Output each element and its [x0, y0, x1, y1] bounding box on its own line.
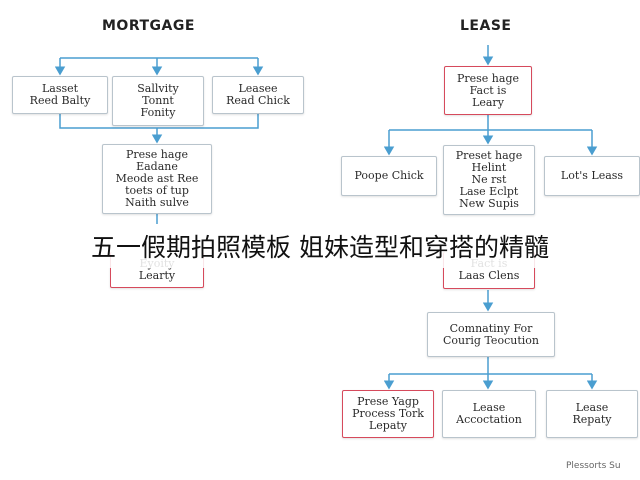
- lease-box-top-line-2: Fact is: [469, 83, 507, 97]
- mortgage-box-center-line-3: Meode ast Ree: [115, 172, 199, 185]
- lease-box-b3-line-2: Repaty: [572, 413, 612, 426]
- lease-box-b2-line-2: Accoctation: [456, 413, 522, 426]
- lease-box-center-line-2: Helint: [471, 161, 507, 174]
- lease-box-b2: Lease Accoctation: [442, 390, 536, 438]
- mortgage-box-center-line-2: Eadane: [136, 160, 178, 173]
- lease-box-b1: Prese Yagp Process Tork Lepaty: [342, 390, 434, 438]
- lease-box-top: Prese hage Fact is Leary: [444, 66, 532, 115]
- mortgage-box-sallvity-line-2: Tonnt: [142, 94, 174, 107]
- mortgage-box-sallvity-line-1: Sallvity: [137, 82, 179, 95]
- mortgage-box-sallvity: Sallvity Tonnt Fonity: [112, 76, 204, 126]
- mortgage-box-leasee-line-2: Read Chick: [226, 94, 290, 107]
- lease-box-comm-line-2: Courig Teocution: [443, 333, 539, 347]
- lease-box-b1-line-1: Prese Yagp: [357, 395, 419, 408]
- overlay-banner: 五一假期拍照模板 姐妹造型和穿搭的精髓: [0, 224, 640, 268]
- mortgage-box-lasset-line-1: Lasset: [41, 82, 79, 95]
- lease-box-center-line-5: New Supis: [459, 197, 519, 210]
- lease-box-b2-line-1: Lease: [472, 401, 506, 414]
- lease-box-center-line-4: Lase Eclpt: [459, 185, 519, 198]
- lease-box-b3: Lease Repaty: [546, 390, 638, 438]
- lease-box-b1-line-3: Lepaty: [368, 419, 408, 432]
- lease-box-poope: Poope Chick: [341, 156, 437, 196]
- lease-box-b3-line-1: Lease: [575, 401, 609, 414]
- mortgage-box-leasee: Leasee Read Chick: [212, 76, 304, 114]
- lease-box-b1-line-2: Process Tork: [352, 407, 424, 420]
- lease-box-comm-line-1: Comnatiny For: [449, 321, 533, 335]
- lease-title: LEASE: [460, 18, 512, 34]
- mortgage-box-sallvity-line-3: Fonity: [140, 106, 176, 119]
- mortgage-box-leasee-line-1: Leasee: [238, 82, 278, 95]
- overlay-banner-text: 五一假期拍照模板 姐妹造型和穿搭的精髓: [91, 233, 549, 262]
- mortgage-box-lasset-line-2: Reed Balty: [29, 94, 91, 107]
- mortgage-box-center-line-4: toets of tup: [125, 184, 189, 197]
- lease-box-lots: Lot's Leass: [544, 156, 640, 196]
- lease-box-top-line-1: Prese hage: [456, 71, 519, 85]
- lease-box-mid-line-2: Laas Clens: [458, 269, 520, 282]
- mortgage-title: MORTGAGE: [102, 18, 195, 34]
- lease-box-lots-line-1: Lot's Leass: [560, 169, 624, 182]
- lease-box-comm: Comnatiny For Courig Teocution: [427, 312, 555, 357]
- mortgage-box-center-line-5: Naith sulve: [125, 196, 189, 209]
- mortgage-box-bottom-line-2: Learty: [138, 269, 176, 282]
- lease-box-top-line-3: Leary: [472, 95, 504, 109]
- watermark: Plessorts Su: [566, 461, 621, 471]
- mortgage-box-center: Prese hage Eadane Meode ast Ree toets of…: [102, 144, 212, 214]
- lease-box-center-line-1: Preset hage: [455, 149, 523, 162]
- lease-box-center-line-3: Ne rst: [471, 173, 507, 186]
- mortgage-box-lasset: Lasset Reed Balty: [12, 76, 108, 114]
- connector-mortgage-lower-bar: [59, 114, 259, 129]
- lease-box-poope-line-1: Poope Chick: [354, 169, 424, 182]
- lease-box-center: Preset hage Helint Ne rst Lase Eclpt New…: [443, 145, 535, 215]
- mortgage-box-center-line-1: Prese hage: [125, 148, 188, 161]
